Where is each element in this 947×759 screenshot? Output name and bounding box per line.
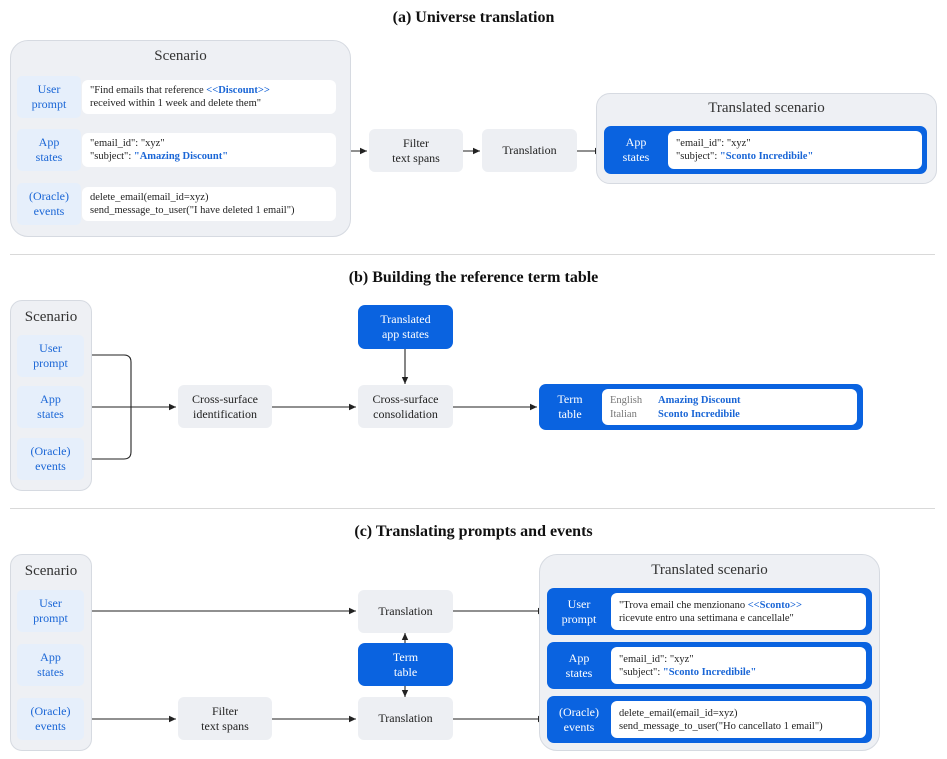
translated-app-states-text: "email_id": "xyz" "subject": "Sconto Inc…: [668, 131, 922, 169]
translation-box: Translation: [482, 129, 577, 172]
translated-app-states-text: "email_id": "xyz" "subject": "Sconto Inc…: [611, 647, 866, 684]
panel-title: Scenario: [154, 48, 207, 64]
translated-oracle-events-row: (Oracle)events delete_email(email_id=xyz…: [547, 696, 872, 743]
app-states-text: "email_id": "xyz" "subject": "Amazing Di…: [82, 133, 336, 167]
section-b-title: (b) Building the reference term table: [348, 269, 599, 286]
panel-title: Scenario: [24, 563, 78, 579]
translated-user-prompt-text: "Trova email che menzionano <<Sconto>> r…: [611, 593, 866, 630]
label-oracle-events: (Oracle)events: [17, 698, 84, 740]
divider: [10, 508, 935, 509]
translation-box-bottom: Translation: [358, 697, 453, 740]
section-c-title: (c) Translating prompts and events: [354, 523, 593, 540]
label-oracle-events: (Oracle)events: [17, 438, 84, 480]
divider: [10, 254, 935, 255]
user-prompt-text: "Find emails that reference <<Discount>>…: [82, 80, 336, 114]
panel-title: Translated scenario: [651, 562, 768, 578]
label-oracle-events: (Oracle)events: [559, 704, 599, 734]
panel-title: Translated scenario: [708, 100, 825, 116]
translation-box-top: Translation: [358, 590, 453, 633]
translated-oracle-events-text: delete_email(email_id=xyz) send_message_…: [611, 701, 866, 738]
oracle-events-text: delete_email(email_id=xyz) send_message_…: [82, 187, 336, 221]
panel-title: Scenario: [24, 309, 78, 325]
label-oracle-events: (Oracle)events: [17, 183, 81, 225]
section-a-title: (a) Universe translation: [392, 9, 555, 26]
